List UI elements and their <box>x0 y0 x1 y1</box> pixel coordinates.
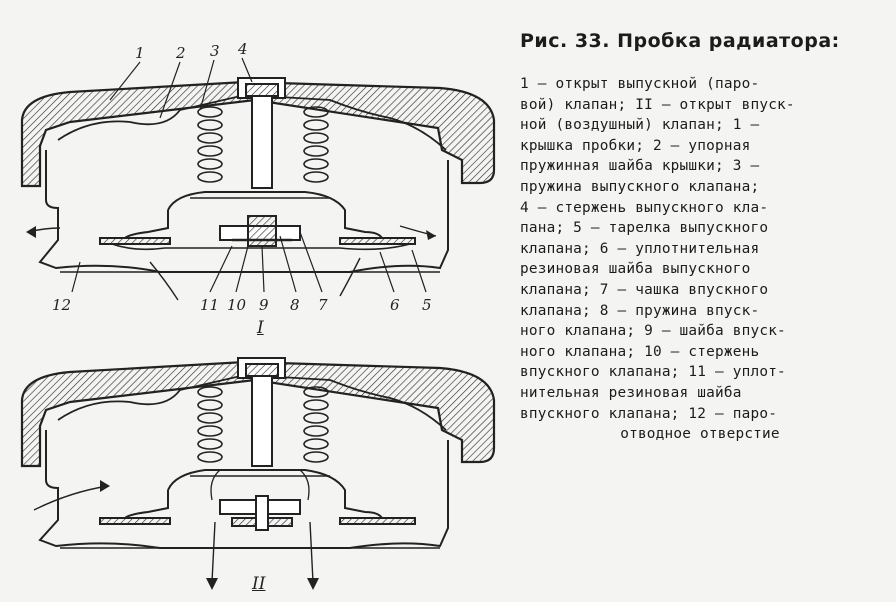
caption-line: впускного клапана; 11 — уплот- <box>520 364 786 381</box>
caption-line: пружина выпускного клапана; <box>520 178 760 195</box>
caption-title: Рис. 33. Пробка радиатора: <box>520 30 840 52</box>
caption-line: ного клапана; 10 — стержень <box>520 343 760 360</box>
callout-3: 3 <box>210 42 220 60</box>
panel-top-drawing <box>20 57 496 301</box>
callout-11: 11 <box>200 296 220 314</box>
caption-line: ной (воздушный) клапан; 1 — <box>520 117 760 134</box>
caption-line: клапана; 7 — чашка впускного <box>520 281 769 298</box>
caption-line: резиновая шайба выпускного <box>520 261 751 278</box>
radiator-cap-figure: 1 2 3 4 5 6 7 8 9 10 11 12 I II <box>20 40 496 594</box>
caption-line: ного клапана; 9 — шайба впуск- <box>520 323 786 340</box>
callout-7: 7 <box>318 296 328 314</box>
callout-8: 8 <box>290 296 300 314</box>
caption-line: клапана; 6 — уплотнительная <box>520 240 760 257</box>
panel-label-i: I <box>257 318 264 338</box>
caption-body: 1 — открыт выпускной (паро- вой) клапан;… <box>520 74 880 445</box>
figure-caption: Рис. 33. Пробка радиатора: 1 — открыт вы… <box>520 30 880 445</box>
callout-6: 6 <box>390 296 400 314</box>
callout-5: 5 <box>422 296 432 314</box>
callout-2: 2 <box>176 44 186 62</box>
caption-line: пана; 5 — тарелка выпускного <box>520 220 769 237</box>
caption-line: отводное отверстие <box>620 426 780 443</box>
radiator-cap-drawing <box>20 57 496 590</box>
panel-bottom-drawing <box>20 357 496 590</box>
callout-9: 9 <box>259 296 269 314</box>
cap-shell-bottom <box>20 360 496 468</box>
callout-4: 4 <box>238 40 248 58</box>
caption-line: вой) клапан; II — открыт впуск- <box>520 96 795 113</box>
caption-line: пружинная шайба крышки; 3 — <box>520 158 760 175</box>
caption-line: 1 — открыт выпускной (паро- <box>520 76 760 92</box>
caption-line: клапана; 8 — пружина впуск- <box>520 302 760 319</box>
caption-line: нительная резиновая шайба <box>520 384 742 401</box>
caption-line: впускного клапана; 12 — паро- <box>520 405 778 422</box>
caption-line: крышка пробки; 2 — упорная <box>520 137 751 154</box>
caption-line: 4 — стержень выпускного кла- <box>520 199 769 216</box>
panel-label-ii: II <box>252 574 266 594</box>
cap-shell-top <box>20 80 496 188</box>
callout-1: 1 <box>135 44 145 62</box>
callout-10: 10 <box>227 296 247 314</box>
callout-12: 12 <box>52 296 72 314</box>
